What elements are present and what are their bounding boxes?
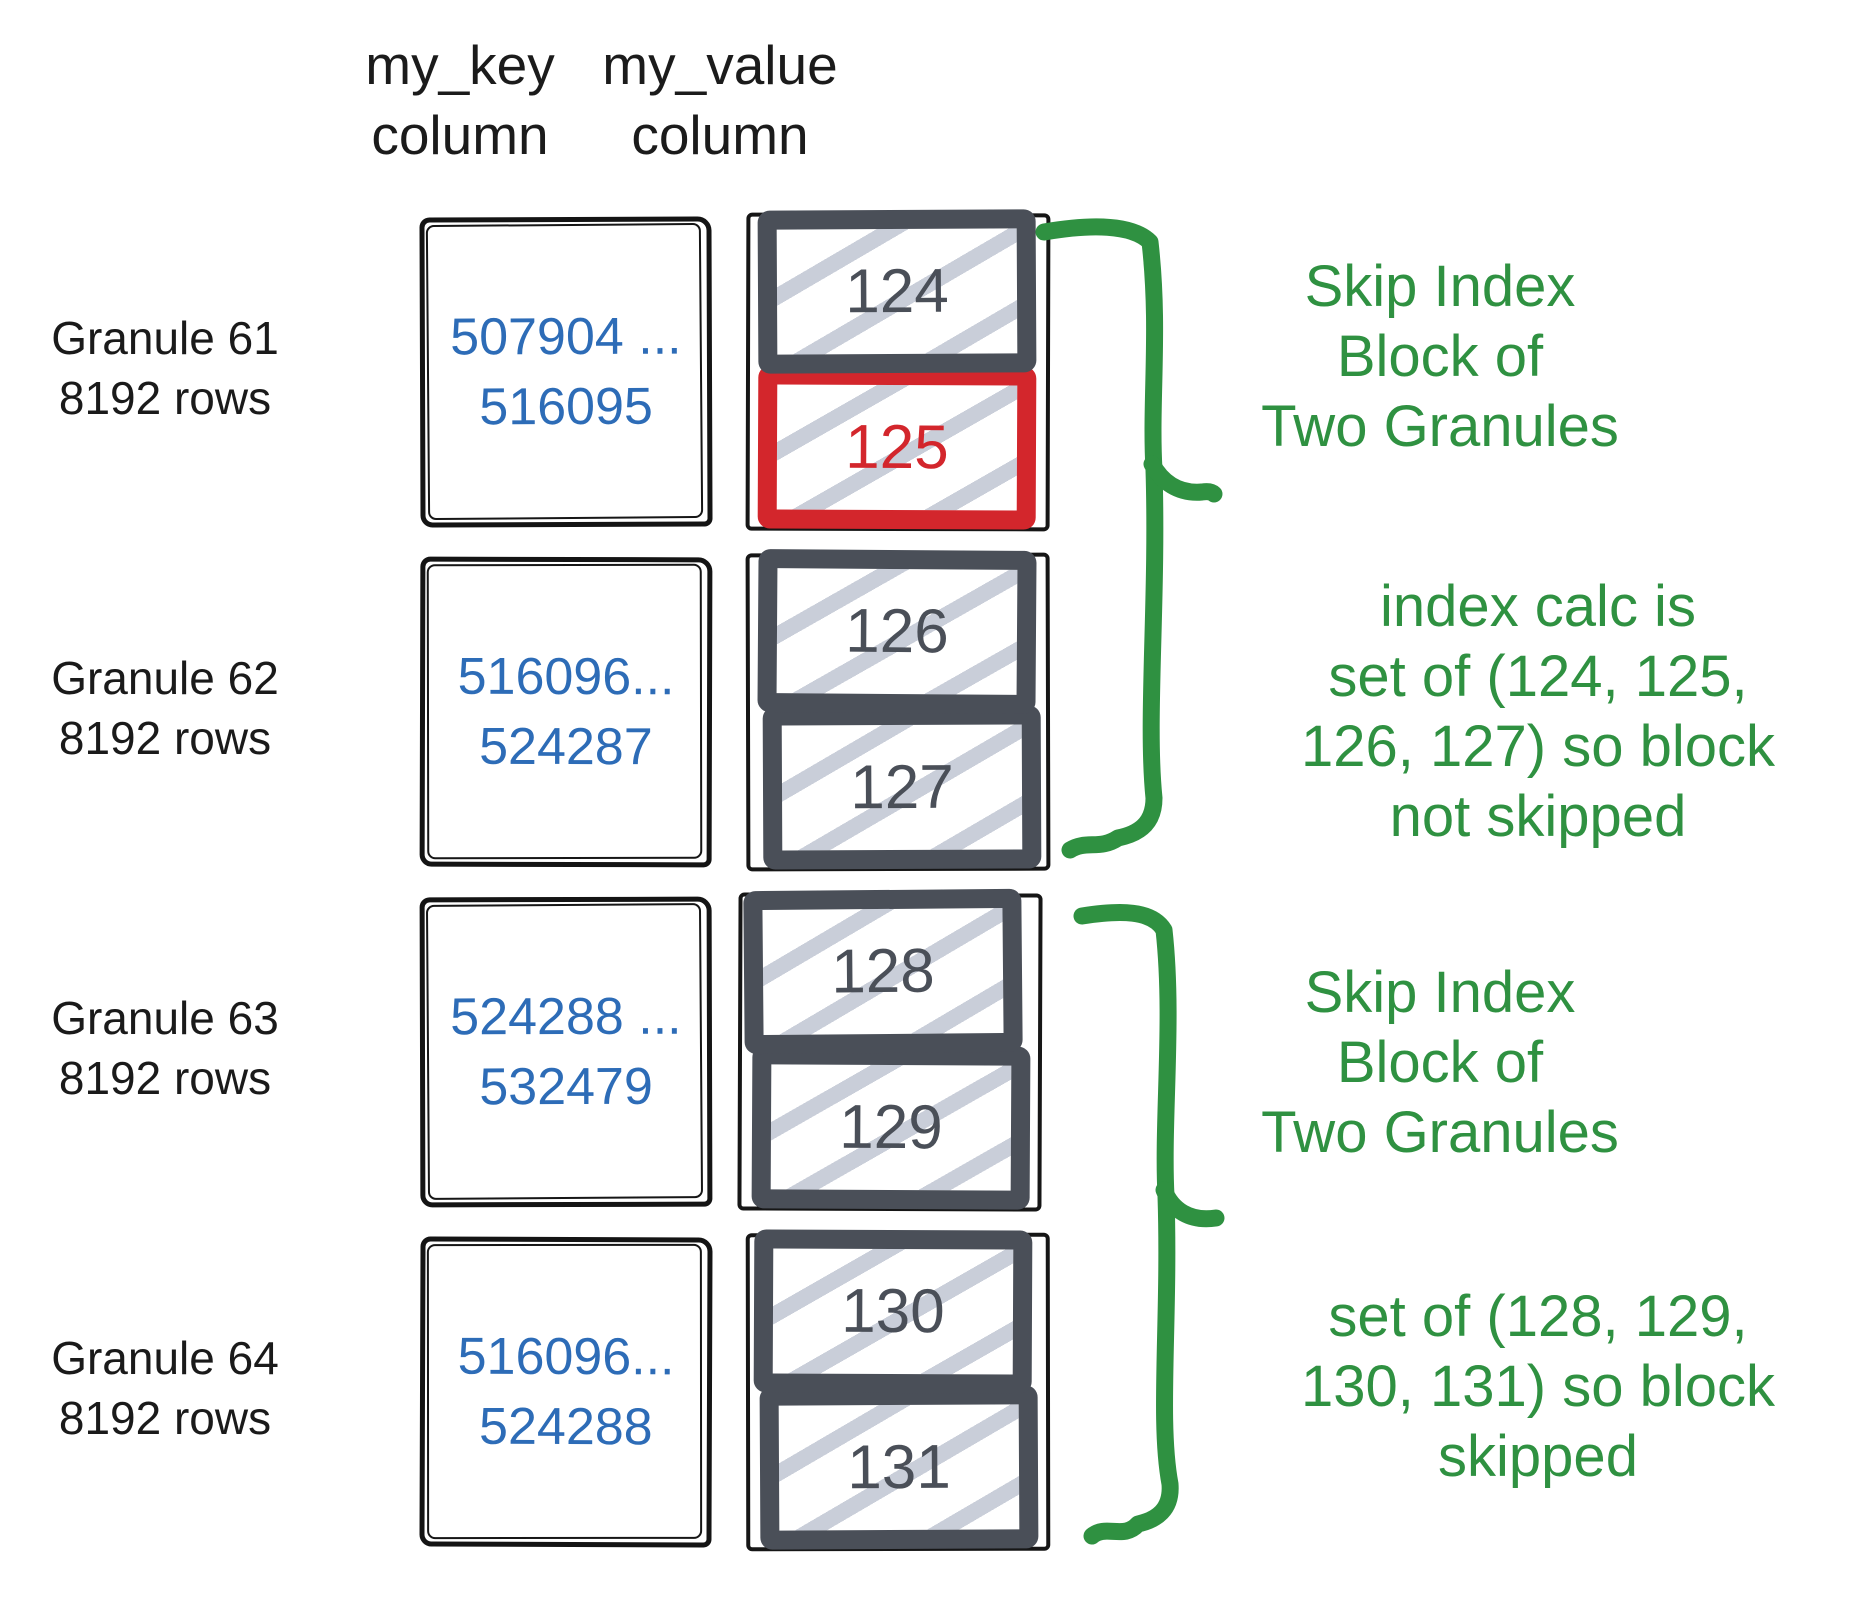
granule-61-label: Granule 61 8192 rows — [51, 312, 279, 424]
value-column-header: my_value column — [602, 34, 838, 167]
annotation-skip-block-2-title: Skip Index Block of Two Granules — [1261, 960, 1619, 1165]
granule-62-label: Granule 62 8192 rows — [51, 652, 279, 764]
value-block-124: 124 — [757, 209, 1037, 374]
granule-62-key-range: 516096... 524287 — [457, 647, 675, 777]
granule-63-key-range: 524288 ... 532479 — [450, 987, 682, 1117]
value-block-128: 128 — [743, 888, 1023, 1055]
granule-61-key-range: 507904 ... 516095 — [450, 307, 682, 437]
value-block-128-number: 128 — [830, 936, 936, 1007]
value-block-126: 126 — [757, 549, 1037, 714]
granule-63-key-box: 524288 ... 532479 — [419, 896, 713, 1208]
brace-top-pointer-nub — [1143, 455, 1223, 503]
granule-64-label: Granule 64 8192 rows — [51, 1332, 279, 1444]
value-block-125-highlighted: 125 — [757, 365, 1037, 530]
value-block-127-number: 127 — [850, 752, 954, 823]
annotation-skip-block-1-title: Skip Index Block of Two Granules — [1261, 254, 1619, 459]
value-block-131: 131 — [759, 1385, 1039, 1550]
granule-62-key-box: 516096... 524287 — [419, 556, 713, 868]
value-block-126-number: 126 — [845, 596, 949, 667]
brace-bottom-granules-63-64 — [1073, 904, 1179, 1545]
value-block-130-number: 130 — [841, 1276, 945, 1347]
brace-bottom-pointer-nub — [1155, 1181, 1225, 1228]
value-block-127: 127 — [762, 705, 1042, 870]
granule-63-label: Granule 63 8192 rows — [51, 992, 279, 1104]
key-column-header: my_key column — [365, 34, 555, 167]
brace-top-granules-61-62 — [1035, 218, 1164, 859]
value-block-125-number: 125 — [845, 412, 949, 483]
value-block-124-number: 124 — [845, 256, 949, 327]
value-block-129: 129 — [751, 1045, 1031, 1210]
annotation-skip-block-1-detail: index calc is set of (124, 125, 126, 127… — [1301, 574, 1775, 849]
value-block-129-number: 129 — [839, 1092, 943, 1163]
value-block-130: 130 — [753, 1229, 1033, 1394]
value-block-131-number: 131 — [847, 1432, 951, 1503]
granule-64-key-box: 516096... 524288 — [419, 1236, 713, 1548]
granule-64-key-range: 516096... 524288 — [457, 1327, 675, 1457]
annotation-skip-block-2-detail: set of (128, 129, 130, 131) so block ski… — [1301, 1284, 1775, 1489]
granule-61-key-box: 507904 ... 516095 — [419, 216, 713, 528]
